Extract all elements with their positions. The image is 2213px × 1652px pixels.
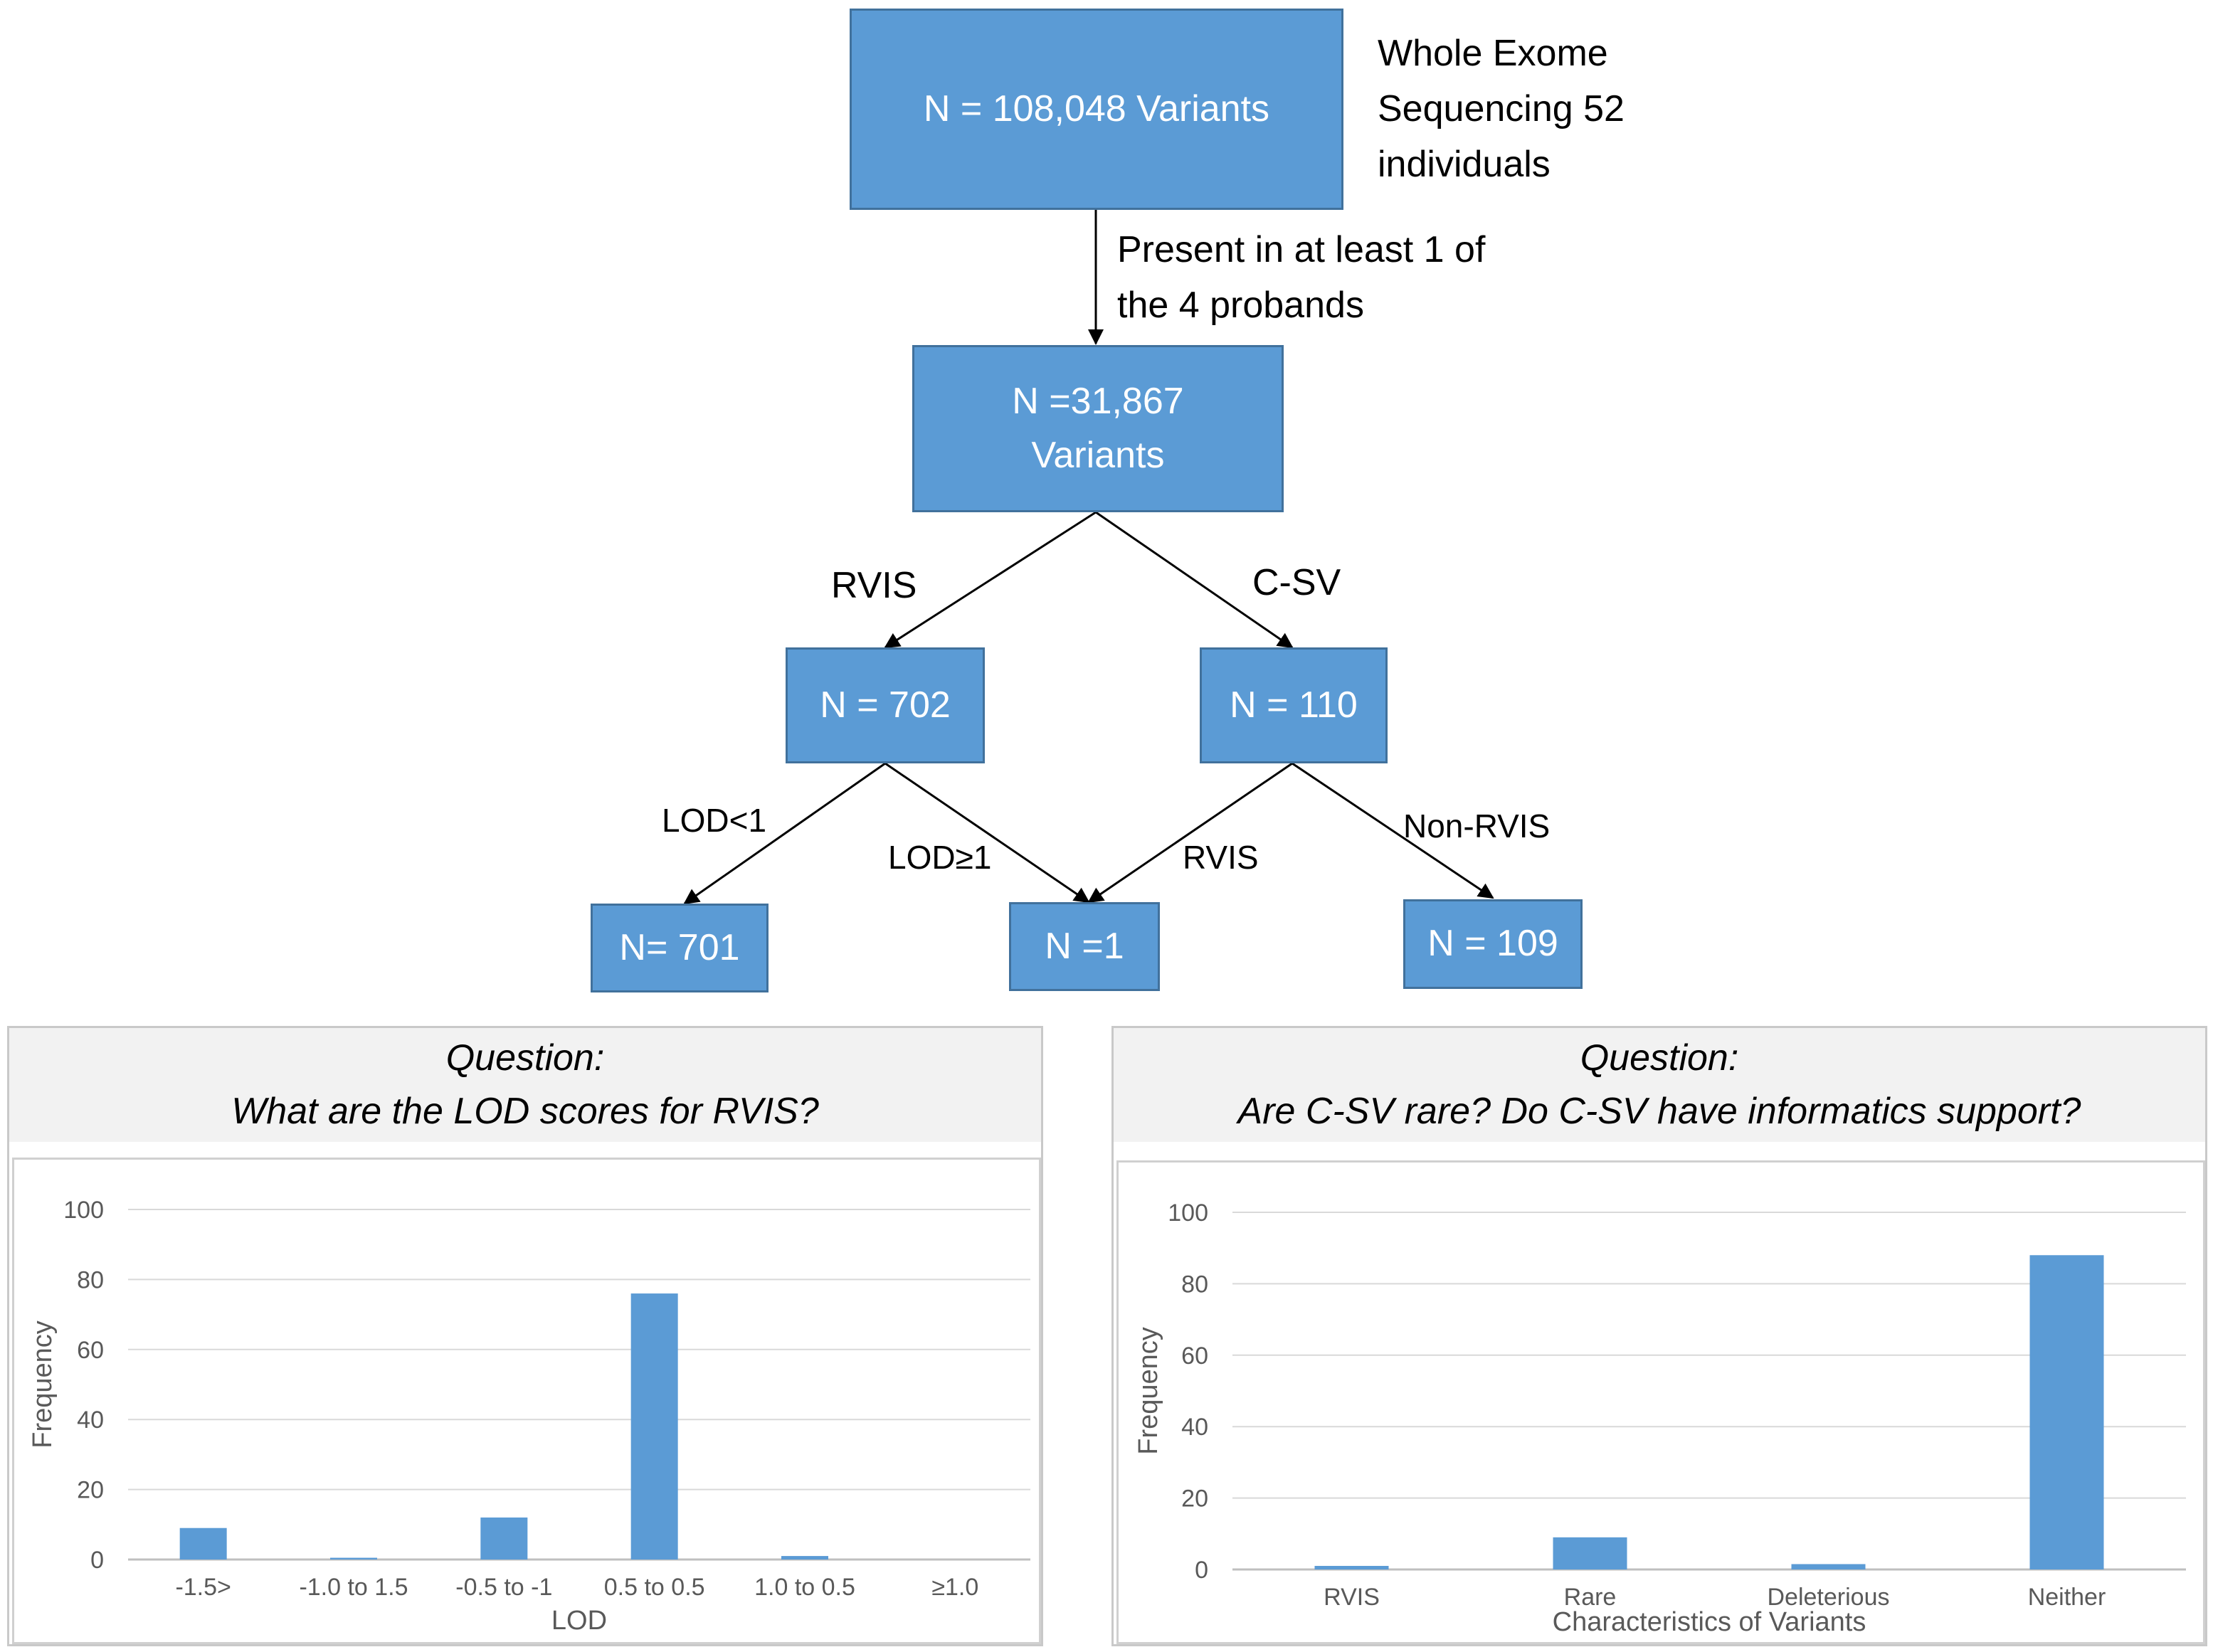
csv-x-tick-label: RVIS [1324,1584,1380,1611]
lod-y-tick-label: 100 [63,1197,104,1224]
node-filtered-line-1: N =31,867 [1012,381,1184,423]
node-rvis-label: N = 702 [820,684,951,726]
node-filtered-line-2: Variants [1031,434,1165,476]
node-overlap: N =1 [1009,902,1160,991]
csv-y-tick-label: 20 [1181,1486,1208,1513]
edge-label-non-rvis: Non-RVIS [1403,808,1551,844]
node-all-variants: N = 108,048 Variants [850,9,1343,210]
edge-label-probands-line-2: the 4 probands [1117,285,1364,326]
panel-csv-question: Question: Are C-SV rare? Do C-SV have in… [1114,1028,2205,1142]
edge-label-rvis: RVIS [831,565,917,606]
lod-y-axis-title: Frequency [28,1320,58,1449]
panel-lod-question: Question: What are the LOD scores for RV… [9,1028,1041,1142]
csv-y-tick-label: 40 [1181,1414,1208,1441]
lod-x-tick-label: -0.5 to -1 [455,1574,552,1601]
csv-y-tick-label: 60 [1181,1343,1208,1370]
root-note-line-2: Sequencing 52 [1378,88,1625,129]
node-filtered-variants: N =31,867 Variants [912,345,1284,512]
csv-x-tick-label: Neither [2028,1584,2106,1611]
lod-x-tick-label: -1.0 to 1.5 [299,1574,408,1601]
lod-y-tick-label: 0 [90,1547,104,1574]
csv-y-tick-label: 80 [1181,1271,1208,1298]
root-note-line-1: Whole Exome [1378,33,1608,74]
node-lod-low-label: N= 701 [619,926,740,968]
lod-x-axis-title: LOD [551,1606,607,1636]
node-rvis: N = 702 [786,647,985,763]
edge-label-rvis-sub: RVIS [1183,839,1259,876]
lod-bar [179,1527,227,1560]
panel-lod-scores: Question: What are the LOD scores for RV… [7,1026,1043,1646]
node-non-rvis: N = 109 [1403,899,1583,989]
root-note: Whole Exome Sequencing 52 individuals [1378,26,1625,192]
lod-bar [330,1557,377,1560]
csv-y-tick-label: 0 [1195,1557,1208,1584]
panel-lod-question-line-2: What are the LOD scores for RVIS? [231,1091,819,1132]
edge-label-lod-ge1: LOD≥1 [888,839,992,876]
chart-lod-scores-svg: 0 20 40 60 80 100 -1.5> -1.0 to 1.5 -0.5 to -1 0.… [28,1197,1030,1636]
panel-csv-question-line-2: Are C-SV rare? Do C-SV have informatics … [1237,1091,2081,1132]
node-csv-label: N = 110 [1230,684,1358,726]
csv-bar [1553,1537,1627,1569]
lod-bar [630,1293,678,1560]
flowchart-connectors [683,210,1494,905]
node-non-rvis-label: N = 109 [1427,923,1558,965]
node-all-variants-label: N = 108,048 Variants [923,88,1270,129]
panel-csv-characteristics: Question: Are C-SV rare? Do C-SV have in… [1111,1026,2207,1646]
csv-x-axis-title: Characteristics of Variants [1553,1607,1866,1637]
edge-rvis-to-lod-low [683,762,886,905]
panel-lod-question-line-1: Question: [445,1037,605,1079]
csv-bar [1791,1564,1866,1569]
lod-x-tick-label: 1.0 to 0.5 [754,1574,855,1601]
lod-y-tick-label: 80 [77,1266,104,1293]
csv-x-tick-label: Deleterious [1768,1584,1890,1611]
lod-bar [480,1517,528,1560]
lod-x-tick-label: -1.5> [175,1574,231,1601]
node-overlap-label: N =1 [1045,925,1124,967]
edge-label-csv: C-SV [1252,562,1341,603]
panel-csv-question-line-1: Question: [1580,1037,1739,1079]
edge-rvis-to-overlap [884,762,1090,904]
edge-csv-to-non-rvis [1292,762,1494,899]
node-csv: N = 110 [1200,647,1388,763]
node-lod-low: N= 701 [591,904,769,992]
edge-label-lod-lt1: LOD<1 [662,802,767,839]
csv-bar [2029,1255,2104,1569]
lod-y-tick-label: 20 [77,1477,104,1504]
lod-y-tick-label: 40 [77,1407,104,1434]
csv-bar [1314,1565,1389,1569]
lod-x-tick-label: ≥1.0 [931,1574,978,1601]
edge-csv-to-overlap [1087,762,1293,904]
lod-y-tick-label: 60 [77,1337,104,1364]
edge-label-probands: Present in at least 1 of the 4 probands [1117,222,1485,333]
chart-lod-scores: 0 20 40 60 80 100 -1.5> -1.0 to 1.5 -0.5 to -1 0.… [12,1158,1041,1644]
root-note-line-3: individuals [1378,144,1551,185]
edge-label-probands-line-1: Present in at least 1 of [1117,229,1486,270]
edge-filtered-to-rvis [884,511,1097,649]
edge-filtered-to-csv [1095,511,1294,649]
lod-x-tick-label: 0.5 to 0.5 [604,1574,705,1601]
csv-y-axis-title: Frequency [1134,1327,1163,1455]
csv-x-tick-label: Rare [1564,1584,1617,1611]
lod-bar [781,1556,828,1560]
csv-y-tick-label: 100 [1168,1200,1208,1227]
